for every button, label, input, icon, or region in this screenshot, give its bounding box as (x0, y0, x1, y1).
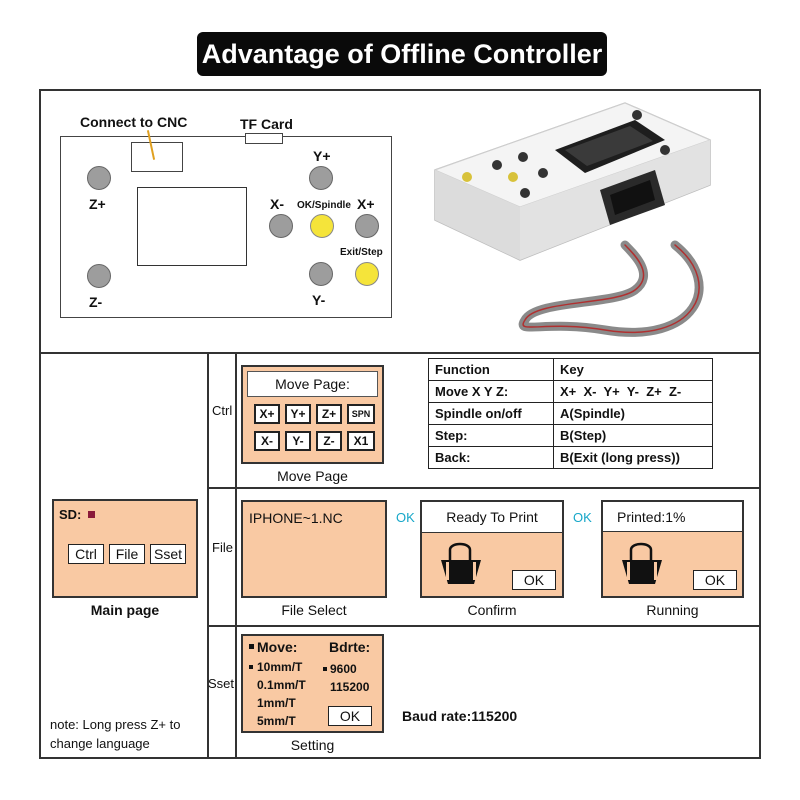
y-plus-button (309, 166, 333, 190)
table-cell-key: B(Step) (553, 424, 713, 447)
divider-label-col (235, 352, 237, 759)
setting-screen: Move: Bdrte: 10mm/T 0.1mm/T 1mm/T 5mm/T … (241, 634, 384, 733)
cnc-connector (131, 142, 183, 172)
move-selected-icon (249, 665, 253, 669)
outer-frame (39, 89, 761, 759)
board-lcd (137, 187, 247, 266)
section-label-file: File (212, 540, 233, 555)
table-cell-key: Key (553, 358, 713, 381)
confirm-ok-button: OK (512, 570, 556, 590)
running-header: Printed:1% (603, 502, 742, 532)
key-y-plus: Y+ (285, 404, 311, 424)
sd-status-icon (88, 511, 95, 518)
x-plus-button (355, 214, 379, 238)
z-plus-button (87, 166, 111, 190)
baud-selected-icon (323, 667, 327, 671)
table-cell-function: Move X Y Z: (428, 380, 554, 403)
confirm-caption: Confirm (467, 602, 517, 618)
sd-label: SD: (59, 507, 82, 522)
baud-option: 115200 (330, 680, 370, 694)
move-marker-icon (249, 644, 254, 649)
key-x1: X1 (347, 431, 375, 451)
x-minus-label: X- (270, 196, 284, 212)
ctrl-button: Ctrl (68, 544, 104, 564)
x-minus-button (269, 214, 293, 238)
y-minus-label: Y- (312, 292, 326, 308)
ok-arrow-2: OK (573, 510, 592, 525)
move-page-screen: Move Page: X+ Y+ Z+ SPN X- Y- Z- X1 (241, 365, 384, 464)
key-y-minus: Y- (285, 431, 311, 451)
main-page-screen: SD: Ctrl File Sset (52, 499, 198, 598)
main-page-caption: Main page (90, 602, 160, 618)
setting-ok-button: OK (328, 706, 372, 726)
ok-arrow-1: OK (396, 510, 415, 525)
exit-step-button (355, 262, 379, 286)
language-note: note: Long press Z+ to change language (50, 717, 181, 751)
section-label-sset: Sset (208, 676, 235, 691)
table-cell-function: Back: (428, 446, 554, 469)
ok-spindle-button (310, 214, 334, 238)
printer-icon (441, 542, 481, 584)
move-page-header: Move Page: (247, 371, 378, 397)
ok-spindle-label: OK/Spindle (297, 200, 351, 211)
table-cell-key: X+ X- Y+ Y- Z+ Z- (553, 380, 713, 403)
section-label-ctrl: Ctrl (212, 403, 233, 418)
running-caption: Running (646, 602, 699, 618)
divider-file-sset (207, 625, 761, 627)
move-page-caption: Move Page (277, 468, 348, 484)
table-row: Move X Y Z:X+ X- Y+ Y- Z+ Z- (428, 380, 713, 403)
y-plus-label: Y+ (313, 148, 331, 164)
running-screen: Printed:1% OK (601, 500, 744, 598)
table-cell-function: Function (428, 358, 554, 381)
controller-board (60, 136, 392, 318)
file-name: IPHONE~1.NC (249, 510, 343, 526)
z-minus-label: Z- (89, 294, 103, 310)
setting-caption: Setting (290, 737, 335, 753)
connect-label: Connect to CNC (80, 114, 188, 130)
exit-step-label: Exit/Step (340, 247, 383, 258)
move-option: 5mm/T (257, 714, 296, 728)
file-button: File (109, 544, 145, 564)
tf-card-label: TF Card (240, 116, 293, 132)
divider-ctrl-file (207, 487, 761, 489)
file-select-caption: File Select (281, 602, 347, 618)
divider-top (39, 352, 761, 354)
tf-card-slot (245, 133, 283, 144)
z-plus-label: Z+ (89, 196, 106, 212)
running-ok-button: OK (693, 570, 737, 590)
file-select-screen: IPHONE~1.NC (241, 500, 387, 598)
table-cell-function: Step: (428, 424, 554, 447)
z-minus-button (87, 264, 111, 288)
confirm-header: Ready To Print (422, 502, 562, 533)
printer-icon (622, 542, 662, 584)
key-x-plus: X+ (254, 404, 280, 424)
key-spn: SPN (347, 404, 375, 424)
baud-rate-text: Baud rate:115200 (402, 708, 518, 724)
baud-option: 9600 (330, 662, 357, 676)
table-row: Back:B(Exit (long press)) (428, 446, 713, 469)
key-z-plus: Z+ (316, 404, 342, 424)
bdrte-title: Bdrte: (329, 639, 371, 655)
table-row: Step:B(Step) (428, 424, 713, 447)
move-option: 10mm/T (257, 660, 303, 674)
table-cell-key: A(Spindle) (553, 402, 713, 425)
x-plus-label: X+ (357, 196, 375, 212)
move-option: 0.1mm/T (257, 678, 306, 692)
table-cell-function: Spindle on/off (428, 402, 554, 425)
page-title: Advantage of Offline Controller (197, 32, 607, 76)
table-cell-key: B(Exit (long press)) (553, 446, 713, 469)
move-option: 1mm/T (257, 696, 296, 710)
sset-button: Sset (150, 544, 186, 564)
key-z-minus: Z- (316, 431, 342, 451)
divider-left (207, 352, 209, 759)
move-title: Move: (257, 639, 298, 655)
confirm-screen: Ready To Print OK (420, 500, 564, 598)
key-x-minus: X- (254, 431, 280, 451)
device-photo (433, 102, 712, 337)
y-minus-button (309, 262, 333, 286)
